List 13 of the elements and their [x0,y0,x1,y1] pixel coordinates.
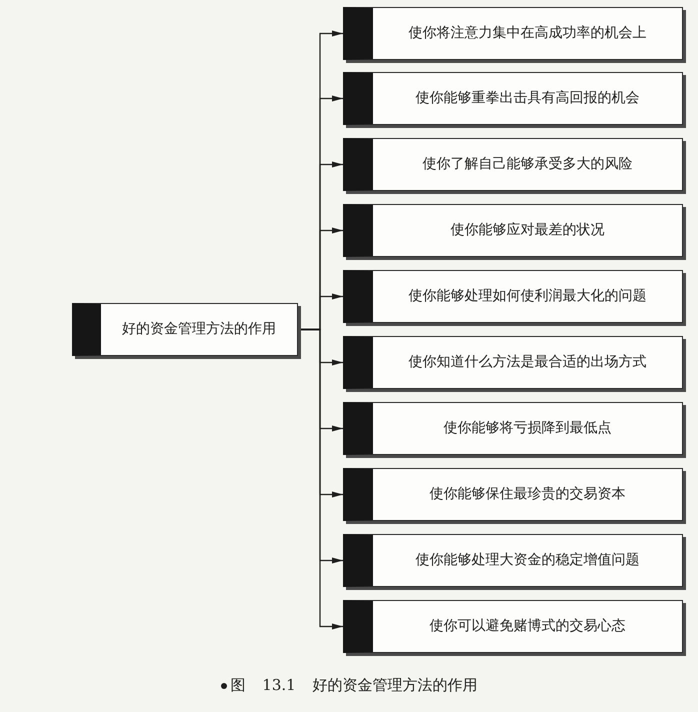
text-box: 使你可以避免赌博式的交易心态 [343,600,683,653]
text-box: 使你了解自己能够承受多大的风险 [343,138,683,191]
text-box: 使你知道什么方法是最合适的出场方式 [343,336,683,389]
text-box: 使你将注意力集中在高成功率的机会上 [343,7,683,60]
figure-caption: 图 13.1 好的资金管理方法的作用 [230,676,478,695]
text-box: 使你能够保住最珍贵的交易资本 [343,468,683,521]
text-box: 使你能够应对最差的状况 [343,204,683,257]
text-box: 使你能够重拳出击具有高回报的机会 [343,72,683,125]
text-box: 使你能够处理如何使利润最大化的问题 [343,270,683,323]
arrow [298,328,343,630]
text-box: 使你能够处理大资金的稳定增值问题 [343,534,683,587]
text-box: 使你能够将亏损降到最低点 [343,402,683,455]
text-box: 好的资金管理方法的作用 [72,303,298,356]
